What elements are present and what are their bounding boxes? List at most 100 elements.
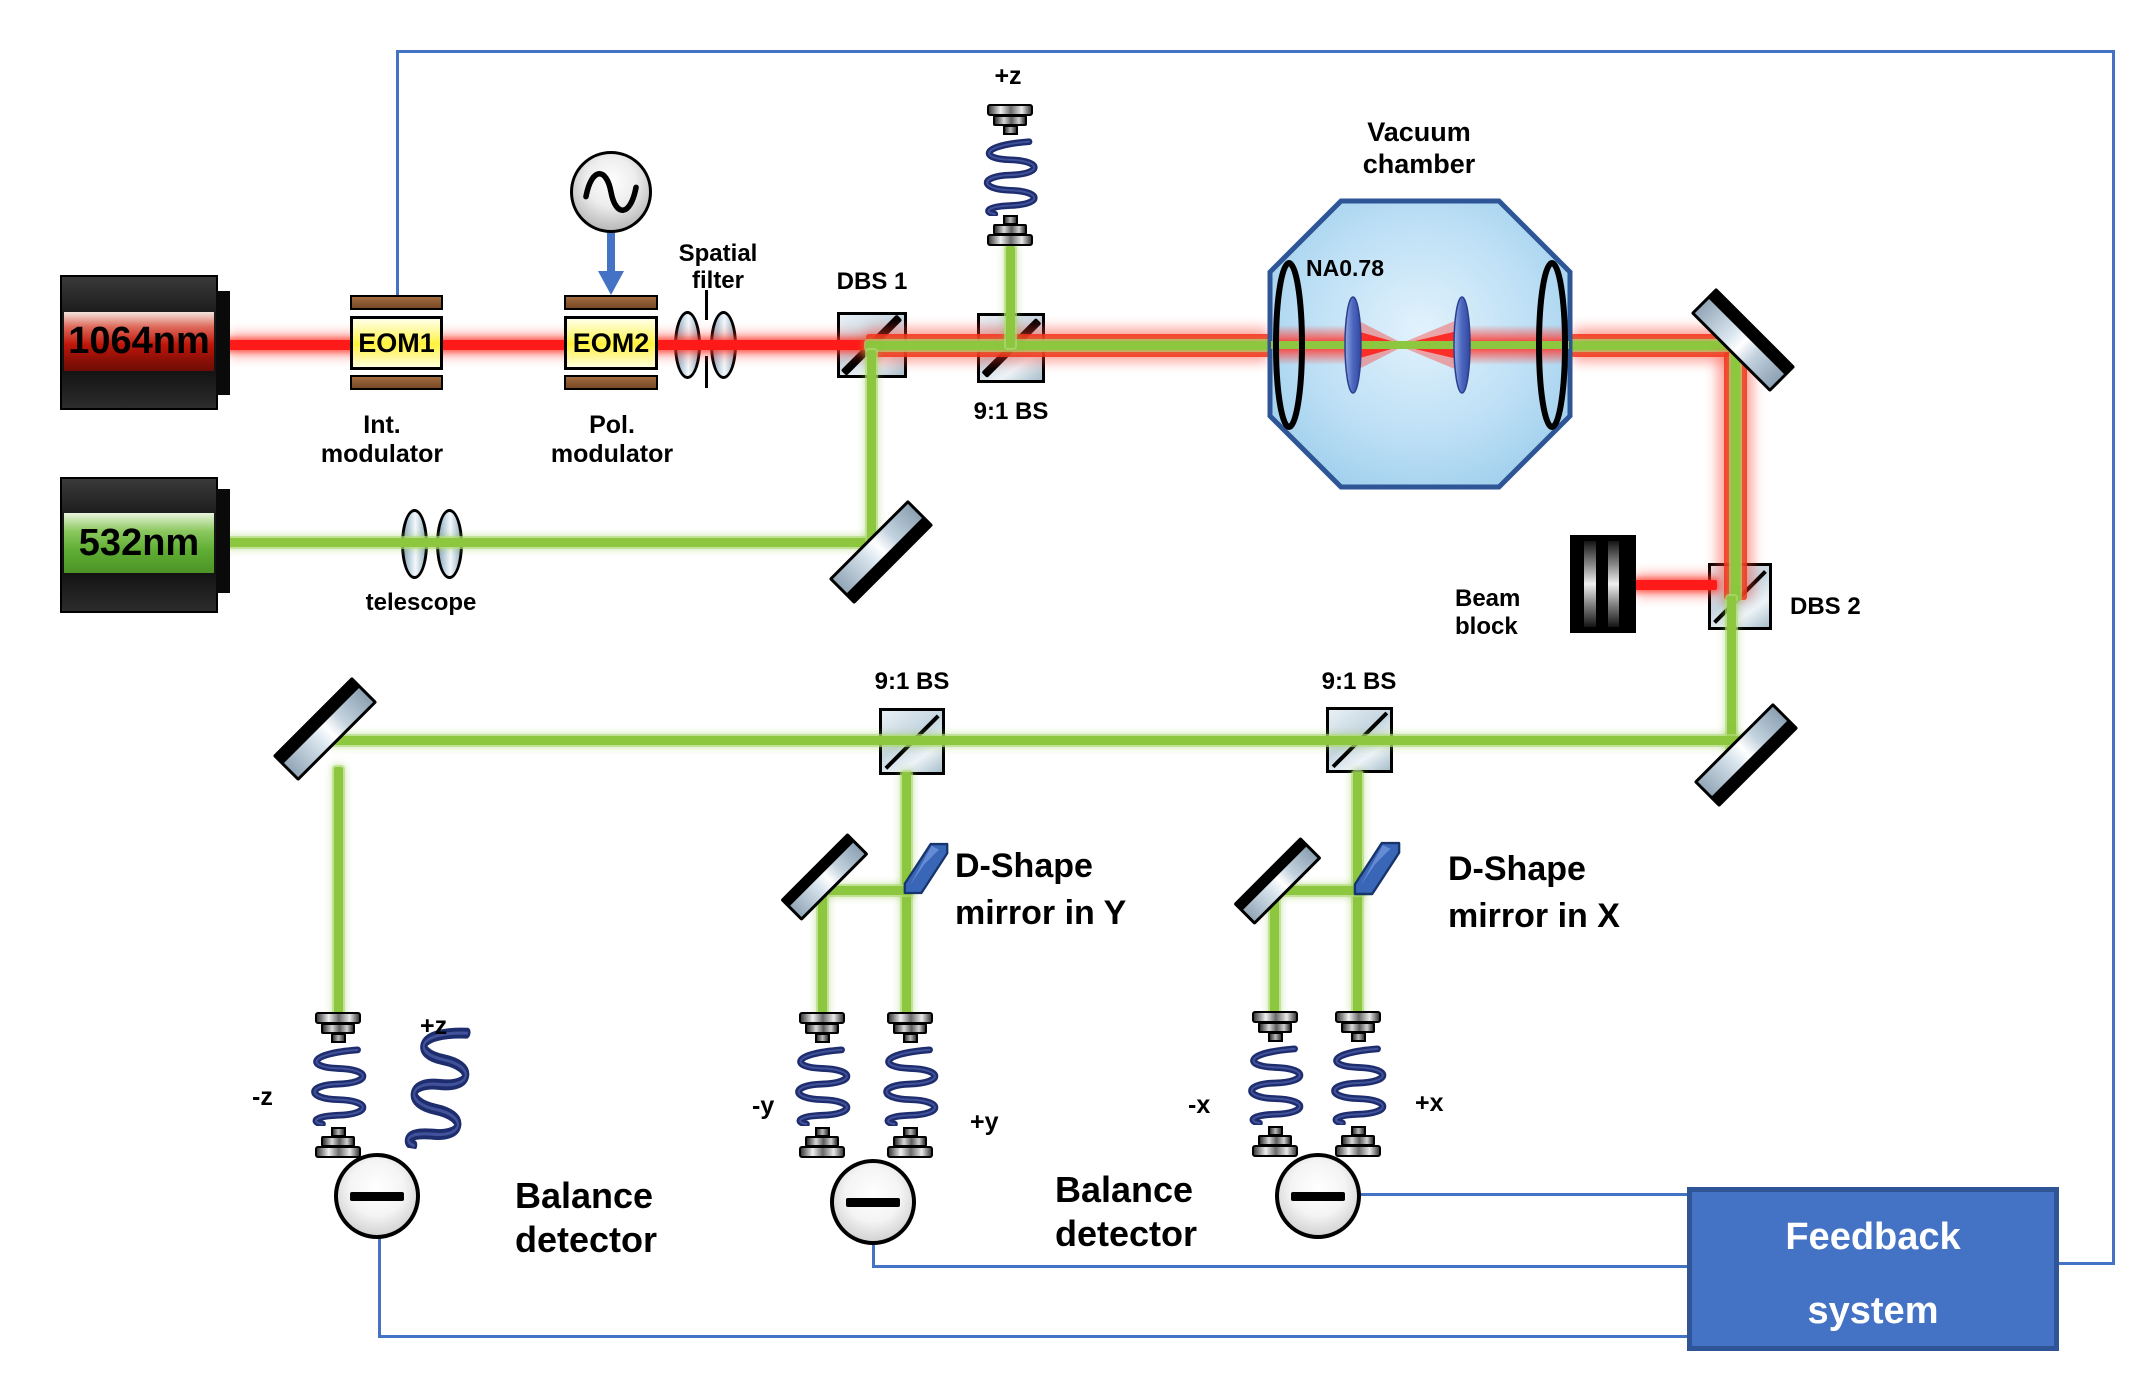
fiber-neg-z-label: -z [252, 1083, 273, 1111]
eom1-label: EOM1 [358, 327, 435, 358]
eom2-electrode-top [564, 295, 658, 310]
mirror-left-downturn [272, 676, 378, 782]
feedback-label-line2: system [1807, 1290, 1939, 1332]
minus-icon [350, 1191, 404, 1201]
d-shape-mirror-x-icon [1352, 840, 1402, 898]
spatial-filter-label-line2: filter [691, 267, 744, 294]
fiber-coil-pos-x [1320, 1043, 1396, 1125]
fiber-top-z-label: +z [994, 62, 1022, 90]
bs-top-label: 9:1 BS [973, 398, 1049, 425]
sine-wave-icon [583, 171, 639, 213]
dshape-y-label-line2: mirror in Y [955, 894, 1127, 932]
green-beam-x-deflect [1272, 886, 1364, 895]
fiber-neg-y-label: -y [752, 1092, 775, 1120]
feedback-label-line1: Feedback [1785, 1216, 1961, 1258]
vacuum-chamber [1267, 198, 1573, 490]
pinhole-icon [705, 356, 708, 388]
eom2: EOM2 [564, 316, 658, 370]
beam-block-label: Beam block [1455, 585, 1520, 641]
eom1: EOM1 [350, 316, 443, 370]
balance-detector-left-label: Balance detector [515, 1174, 657, 1262]
rejected-ir-beam [1633, 580, 1717, 590]
fiber-coupler-icon [799, 1124, 845, 1158]
fiber-coupler-icon [1252, 1011, 1298, 1045]
oscillator-icon [570, 151, 652, 233]
green-beam-y-deflect [824, 886, 912, 895]
wire-detector-left-h [378, 1335, 1690, 1338]
eom1-caption: Int. modulator [282, 411, 482, 469]
chamber-window-icon [1273, 260, 1305, 430]
fiber-pos-z-label: +z [420, 1012, 448, 1040]
minus-icon [1291, 1191, 1345, 1201]
fiber-coupler-icon [315, 1124, 361, 1158]
dshape-y-label-line1: D-Shape [955, 847, 1093, 885]
fiber-coil-top-z [972, 136, 1048, 216]
fiber-coil-neg-y [784, 1044, 860, 1126]
balance-detector-left [334, 1153, 420, 1239]
beam-block-label-line2: block [1455, 613, 1518, 640]
fiber-coupler-icon [1335, 1011, 1381, 1045]
vacuum-chamber-label: Vacuum chamber [1319, 116, 1519, 180]
fiber-coupler-icon [1252, 1123, 1298, 1157]
balance-detector-mid-label-line2: detector [1055, 1213, 1198, 1254]
fiber-coupler-icon [799, 1012, 845, 1046]
eom2-caption: Pol. modulator [512, 411, 712, 469]
fiber-coupler-icon [887, 1012, 933, 1046]
balance-detector-mid [830, 1159, 916, 1245]
oscillator-arrow-shaft [607, 233, 615, 273]
dbs2-label: DBS 2 [1790, 593, 1861, 620]
eom1-electrode-top [350, 295, 443, 310]
laser-532-label: 532nm [78, 521, 200, 564]
balance-detector-right [1275, 1153, 1361, 1239]
pinhole-icon [705, 290, 708, 320]
mirror-green-upturn [828, 499, 934, 605]
fiber-neg-x-label: -x [1188, 1091, 1211, 1119]
wire-detector-mid-v [872, 1240, 875, 1268]
wire-detector-left-v [378, 1235, 381, 1338]
aspheric-lens-icon [1453, 296, 1471, 394]
beam-block-label-line1: Beam [1455, 585, 1521, 612]
dshape-x-label-line2: mirror in X [1448, 897, 1620, 935]
eom2-label: EOM2 [572, 327, 650, 358]
eom1-caption-line1: Int. [363, 411, 401, 439]
feedback-wire-left-drop [396, 50, 399, 298]
fiber-pos-y-label: +y [970, 1108, 999, 1136]
laser-1064-aperture [216, 291, 230, 395]
fiber-coupler-icon [1335, 1123, 1381, 1157]
eom1-electrode-bottom [350, 375, 443, 390]
chamber-window-icon [1536, 260, 1568, 430]
green-beam-lower-main [332, 736, 1744, 745]
laser-1064-label: 1064nm [68, 320, 210, 362]
combined-beam-green [866, 341, 1270, 350]
balance-detector-mid-label-line1: Balance [1055, 1169, 1194, 1210]
laser-1064-stripe: 1064nm [64, 312, 214, 371]
balance-detector-left-label-line1: Balance [515, 1175, 654, 1216]
feedback-wire-top [396, 50, 2115, 53]
eom2-electrode-bottom [564, 375, 658, 390]
feedback-wire-right-riser [2112, 50, 2115, 1265]
spatial-filter-label: Spatial filter [643, 240, 793, 294]
bs-right-label: 9:1 BS [1321, 668, 1397, 695]
feedback-system-box: Feedback system [1687, 1187, 2059, 1351]
combined-beam-green [1571, 341, 1747, 350]
eom2-caption-line2: modulator [550, 440, 674, 468]
feedback-wire-right-connector [2058, 1262, 2115, 1265]
wire-detector-mid-h [872, 1265, 1690, 1268]
oscillator-arrow-head [598, 271, 624, 295]
na-label: NA0.78 [1306, 255, 1384, 281]
dshape-x-label-line1: D-Shape [1448, 850, 1586, 888]
beam-block [1570, 535, 1636, 633]
fiber-coupler-icon [987, 104, 1033, 138]
minus-icon [846, 1197, 900, 1207]
green-beam-in-chamber [1271, 341, 1569, 349]
green-beam-532-to-mirror [226, 538, 882, 547]
combined-beam-green [1731, 352, 1740, 600]
wire-detector-right [1358, 1193, 1690, 1196]
balance-detector-left-label-line2: detector [515, 1219, 658, 1260]
spatial-filter-label-line1: Spatial [678, 240, 758, 267]
laser-532-stripe: 532nm [64, 513, 214, 573]
fiber-coupler-icon [987, 212, 1033, 246]
vacuum-chamber-label-line2: chamber [1362, 149, 1476, 179]
fiber-coil-neg-x [1237, 1043, 1313, 1125]
